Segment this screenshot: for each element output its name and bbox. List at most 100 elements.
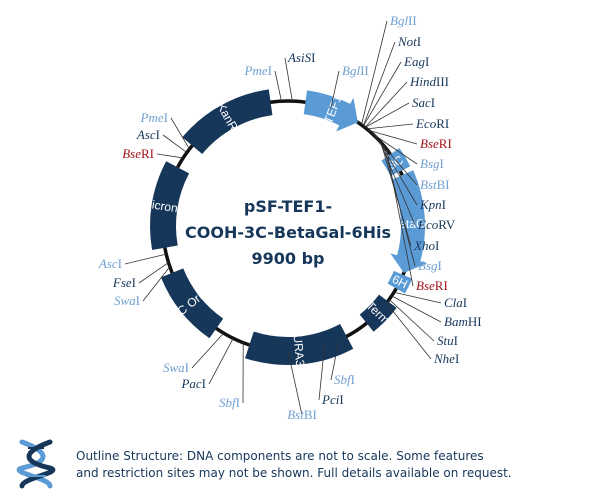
- site-label-saci: SacI: [412, 95, 435, 110]
- dna-helix-icon: [16, 439, 56, 489]
- site-suffix-asisi: I: [311, 50, 315, 65]
- feature-betagal: [390, 170, 428, 273]
- site-prefix-kpni: Kpn: [419, 197, 442, 212]
- site-prefix-clai: Cla: [444, 295, 463, 310]
- site-suffix-stui: I: [454, 333, 458, 348]
- site-label-bsgi-1: BsgI: [420, 156, 444, 171]
- site-suffix-eagi: I: [425, 54, 429, 69]
- site-suffix-bseri-1: RI: [439, 136, 452, 151]
- site-label-nhei: NheI: [433, 351, 459, 366]
- site-suffix-kpni: I: [442, 197, 446, 212]
- site-label-bsgi-2: BsgI: [418, 258, 442, 273]
- site-label-noti: NotI: [397, 34, 421, 49]
- site-prefix-fsei: Fse: [112, 275, 132, 290]
- feature-six-his: [387, 270, 413, 294]
- site-suffix-paci: I: [202, 376, 206, 391]
- site-tick-nhei: [386, 302, 432, 360]
- plasmid-name-line-1: pSF-TEF1-: [244, 197, 332, 216]
- site-tick-bseri-3: [156, 153, 184, 159]
- site-tick-ecorv: [379, 140, 416, 226]
- feature-puc-origin: [160, 268, 224, 339]
- site-prefix-bglii-top: Bgl: [342, 63, 360, 78]
- site-tick-swai-left: [142, 266, 171, 302]
- site-suffix-bglii-right: II: [408, 13, 417, 28]
- site-label-swai-bottom: SwaI: [163, 360, 189, 375]
- site-prefix-xhoi: Xho: [413, 238, 435, 253]
- site-label-ecori: EcoRI: [415, 116, 449, 131]
- site-tick-asci-upper: [162, 134, 188, 153]
- site-prefix-bseri-3: Bse: [122, 146, 141, 161]
- site-tick-kpni: [377, 138, 418, 206]
- site-prefix-bsgi-2: Bsg: [418, 258, 438, 273]
- site-label-pmei-top: PmeI: [244, 63, 272, 78]
- site-label-pmei-left: PmeI: [140, 110, 168, 125]
- site-prefix-asisi: AsiS: [287, 50, 312, 65]
- site-suffix-xhoi: I: [435, 238, 439, 253]
- site-tick-bamhi: [391, 295, 442, 323]
- site-prefix-eagi: Eag: [403, 54, 425, 69]
- site-label-paci: PacI: [180, 376, 206, 391]
- site-suffix-fsei: I: [132, 275, 136, 290]
- site-suffix-pmei-top: I: [268, 63, 272, 78]
- site-suffix-asci-upper: I: [156, 127, 160, 142]
- footer: Outline Structure: DNA components are no…: [0, 430, 600, 500]
- site-prefix-bamhi: Bam: [444, 314, 468, 329]
- feature-two-micron-ori: [149, 161, 190, 250]
- site-label-kpni: KpnI: [419, 197, 446, 212]
- site-suffix-bsgi-2: I: [438, 258, 442, 273]
- site-prefix-paci: Pac: [180, 376, 201, 391]
- feature-ura3: [245, 324, 354, 366]
- site-tick-paci: [208, 338, 234, 385]
- site-suffix-sbfi-left: I: [236, 395, 240, 410]
- site-prefix-asci-left: Asc: [98, 256, 118, 271]
- site-tick-bsgi-1: [371, 132, 418, 165]
- site-prefix-nhei: Nhe: [433, 351, 455, 366]
- site-label-fsei: FseI: [112, 275, 136, 290]
- site-tick-clai: [393, 291, 442, 304]
- feature-tef1: [303, 90, 358, 132]
- site-tick-bstbi-bottom: [287, 350, 303, 416]
- site-tick-pcii: [318, 345, 325, 401]
- site-suffix-nhei: I: [455, 351, 459, 366]
- site-tick-bstbi-right: [374, 135, 418, 186]
- site-prefix-noti: Not: [397, 34, 417, 49]
- plasmid-name-line-2: COOH-3C-BetaGal-6His: [185, 223, 391, 242]
- site-label-bstbi-bottom: BstBI: [287, 407, 317, 422]
- site-label-ecorv: EcoRV: [417, 217, 456, 232]
- site-label-bamhi: BamHI: [444, 314, 482, 329]
- site-label-eagi: EagI: [403, 54, 429, 69]
- site-suffix-sbfi-right: I: [351, 372, 355, 387]
- site-prefix-bseri-2: Bse: [416, 278, 435, 293]
- site-tick-sbfi-right: [330, 340, 340, 381]
- site-suffix-bamhi: HI: [468, 314, 482, 329]
- site-label-hindiii: HindIII: [409, 74, 449, 89]
- site-suffix-bglii-top: II: [360, 63, 369, 78]
- site-suffix-pcii: I: [339, 392, 343, 407]
- site-label-bglii-top: BglII: [342, 63, 369, 78]
- site-tick-stui: [388, 299, 435, 342]
- site-label-clai: ClaI: [444, 295, 467, 310]
- site-prefix-bseri-1: Bse: [420, 136, 439, 151]
- site-tick-saci: [364, 102, 410, 128]
- site-prefix-hindiii: Hind: [409, 74, 437, 89]
- site-prefix-ecorv: Eco: [417, 217, 439, 232]
- feature-label-ura3: URA3: [291, 334, 308, 367]
- site-label-sbfi-left: SbfI: [219, 395, 240, 410]
- site-suffix-swai-left: I: [136, 293, 140, 308]
- site-tick-asisi: [284, 57, 293, 102]
- site-label-bglii-right: BglII: [390, 13, 417, 28]
- feature-kanr: [182, 89, 273, 155]
- footer-line-2: and restriction sites may not be shown. …: [76, 466, 512, 480]
- site-label-asisi: AsiSI: [287, 50, 315, 65]
- site-tick-asci-left: [124, 253, 167, 265]
- site-tick-swai-bottom: [191, 332, 224, 369]
- site-prefix-bstbi-right: Bst: [420, 177, 437, 192]
- site-tick-bsgi-2: [383, 145, 416, 267]
- site-suffix-hindiii: III: [436, 74, 449, 89]
- site-suffix-bseri-3: RI: [141, 146, 154, 161]
- site-tick-pmei-left: [170, 117, 190, 150]
- site-label-bstbi-right: BstBI: [420, 177, 450, 192]
- restriction-site-layer: PmeIAsiSIBglIIBglIINotIEagIHindIIISacIEc…: [98, 13, 482, 422]
- site-label-bseri-3: BseRI: [122, 146, 154, 161]
- plasmid-size: 9900 bp: [251, 249, 324, 268]
